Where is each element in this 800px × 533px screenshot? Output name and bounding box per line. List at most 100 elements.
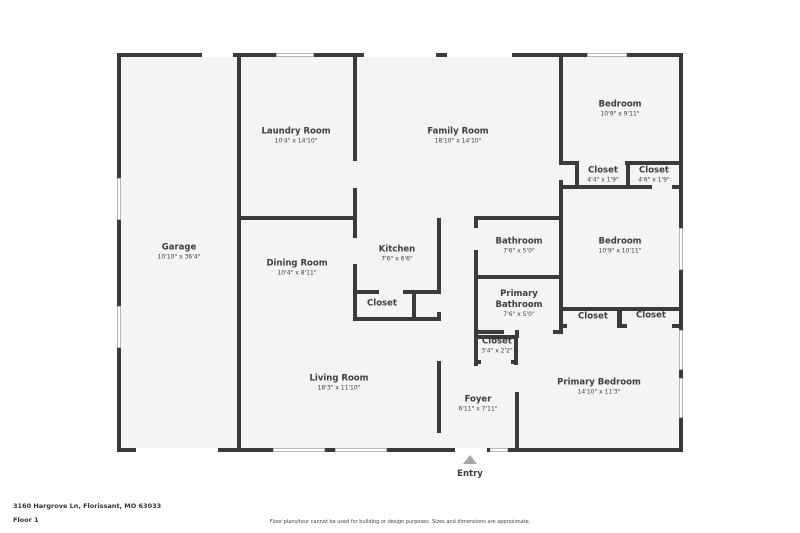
garage-top-opening xyxy=(202,53,233,57)
property-address: 3160 Hargrove Ln, Florissant, MO 63033 xyxy=(13,502,162,510)
wall xyxy=(117,220,121,306)
room-dimensions: 7'6" x 5'0" xyxy=(503,311,535,318)
wall xyxy=(117,448,136,452)
room-bedroom-1: Bedroom 10'9" x 9'11" xyxy=(598,100,641,119)
entry-door-opening xyxy=(455,448,487,452)
room-family: Family Room 18'10" x 14'10" xyxy=(427,127,488,146)
wall xyxy=(412,292,416,320)
room-foyer-closet: Closet 3'4" x 2'2" xyxy=(481,337,512,356)
wall xyxy=(355,290,379,294)
wall xyxy=(117,53,121,178)
wall xyxy=(559,161,578,165)
room-name: Closet xyxy=(578,311,608,322)
room-kitchen: Kitchen 7'6" x 6'6" xyxy=(379,245,415,264)
window xyxy=(679,330,683,370)
room-dimensions: 4'6" x 1'9" xyxy=(638,176,670,184)
room-closet-b1a: Closet 4'4" x 1'9" xyxy=(587,166,618,185)
wall xyxy=(672,185,682,189)
wall xyxy=(617,324,627,328)
wall xyxy=(474,335,518,339)
room-dimensions: 7'6" x 5'0" xyxy=(503,247,535,255)
wall xyxy=(553,330,563,334)
floor-label: Floor 1 xyxy=(13,516,39,524)
window xyxy=(587,53,627,57)
window xyxy=(679,378,683,418)
wall xyxy=(515,392,519,450)
room-dimensions: 10'9" x 10'11" xyxy=(598,247,642,255)
room-primary-bathroom: Primary Bathroom 7'6" x 5'0" xyxy=(495,289,542,319)
room-dimensions: 7'6" x 6'6" xyxy=(381,255,413,263)
room-dimensions: 10'10" x 36'4" xyxy=(157,253,201,261)
wall xyxy=(575,161,579,188)
wall xyxy=(514,335,518,365)
wall xyxy=(474,360,481,364)
wall xyxy=(679,53,683,228)
wall xyxy=(559,328,563,334)
room-dimensions: 18'10" x 14'10" xyxy=(434,137,482,145)
wall xyxy=(117,348,121,452)
room-bathroom: Bathroom 7'6" x 5'0" xyxy=(495,237,542,256)
wall xyxy=(474,216,478,228)
wall xyxy=(627,53,683,57)
wall xyxy=(353,53,357,161)
wall xyxy=(233,53,276,57)
room-name: Kitchen xyxy=(378,244,416,255)
room-dimensions: 10'4" x 14'10" xyxy=(274,137,318,145)
room-name: Garage xyxy=(161,242,197,253)
room-dining: Dining Room 10'4" x 8'11" xyxy=(266,259,327,278)
room-dimensions: 14'10" x 11'3" xyxy=(577,388,621,396)
room-name: Living Room xyxy=(309,373,369,384)
room-primary-bedroom: Primary Bedroom 14'10" x 11'3" xyxy=(557,378,641,397)
room-dimensions: 4'4" x 1'9" xyxy=(587,176,619,184)
wall xyxy=(617,309,622,328)
family-top-opening xyxy=(364,53,436,57)
wall xyxy=(559,55,563,163)
room-name: Closet xyxy=(639,165,669,176)
wall xyxy=(353,317,441,321)
room-closet-b2b: Closet xyxy=(636,311,666,322)
wall xyxy=(476,275,562,279)
window xyxy=(490,448,508,452)
room-bedroom-2: Bedroom 10'9" x 10'11" xyxy=(598,237,641,256)
wall xyxy=(353,188,357,238)
wall xyxy=(474,250,478,366)
room-name: Bedroom xyxy=(598,99,642,110)
wall xyxy=(325,448,335,452)
room-dimensions: 3'4" x 2'2" xyxy=(481,347,513,355)
wall xyxy=(437,312,441,321)
wall xyxy=(679,370,683,378)
wall xyxy=(626,163,630,188)
entry-arrow-icon xyxy=(463,455,477,464)
room-name: Foyer xyxy=(464,394,492,405)
wall xyxy=(387,448,455,452)
window xyxy=(679,228,683,270)
window xyxy=(276,53,314,57)
room-dimensions: 6'11" x 7'11" xyxy=(458,405,498,413)
wall xyxy=(515,330,519,338)
room-closet-b1b: Closet 4'6" x 1'9" xyxy=(638,166,669,185)
wall xyxy=(561,324,567,328)
room-name: Closet xyxy=(588,165,618,176)
wall xyxy=(508,448,683,452)
wall xyxy=(559,180,563,206)
wall xyxy=(218,448,273,452)
wall xyxy=(474,216,563,220)
window xyxy=(335,448,387,452)
wall xyxy=(559,185,652,189)
room-name: Closet xyxy=(636,310,666,321)
wall xyxy=(314,53,364,57)
disclaimer: Floor plans/tour cannot be used for buil… xyxy=(269,519,531,525)
wall xyxy=(625,161,683,165)
window xyxy=(117,306,121,348)
window xyxy=(117,178,121,220)
wall xyxy=(437,218,441,292)
entry-label: Entry xyxy=(457,469,483,479)
room-name: Bathroom xyxy=(495,236,543,247)
room-dimensions: 10'4" x 8'11" xyxy=(277,269,317,277)
room-closet-b2a: Closet xyxy=(578,312,608,323)
wall xyxy=(512,53,587,57)
room-name-line1: Primary xyxy=(500,289,538,299)
family-top-opening-2 xyxy=(447,53,512,57)
wall xyxy=(436,53,447,57)
